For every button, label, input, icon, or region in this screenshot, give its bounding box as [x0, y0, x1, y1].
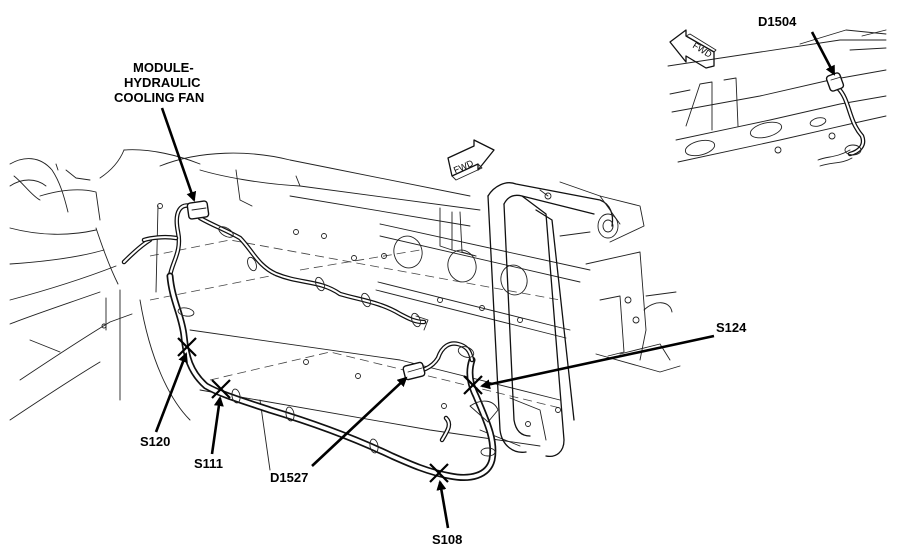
inset-view: FWD — [667, 29, 887, 167]
module-callout-arrow — [160, 107, 197, 202]
d1504-label: D1504 — [758, 14, 797, 29]
s111-callout-arrow — [210, 396, 224, 455]
s108-splice-mark — [429, 463, 449, 483]
s111-label: S111 — [194, 456, 223, 471]
s124-label: S124 — [716, 320, 747, 335]
module-label-line2: HYDRAULIC — [124, 75, 201, 90]
d1527-connector-icon — [402, 361, 426, 381]
module-label-line3: COOLING FAN — [114, 90, 204, 105]
s111-splice-mark — [211, 379, 231, 399]
cooling-fan-connector-icon — [186, 200, 210, 220]
s124-callout-arrow — [480, 334, 715, 390]
module-label-line1: MODULE- — [133, 60, 194, 75]
s108-callout-arrow — [436, 480, 450, 529]
s108-label: S108 — [432, 532, 462, 547]
s124-splice-mark — [463, 375, 483, 395]
s120-label: S120 — [140, 434, 170, 449]
inset-fwd-text: FWD — [691, 40, 714, 60]
d1527-callout-arrow — [311, 376, 408, 467]
s120-callout-arrow — [154, 352, 188, 433]
wiring-harness — [121, 200, 499, 481]
d1504-callout-arrow — [810, 31, 836, 76]
vehicle-frame — [9, 149, 681, 471]
fwd-arrow-icon: FWD — [447, 139, 495, 181]
d1527-label: D1527 — [270, 470, 308, 485]
